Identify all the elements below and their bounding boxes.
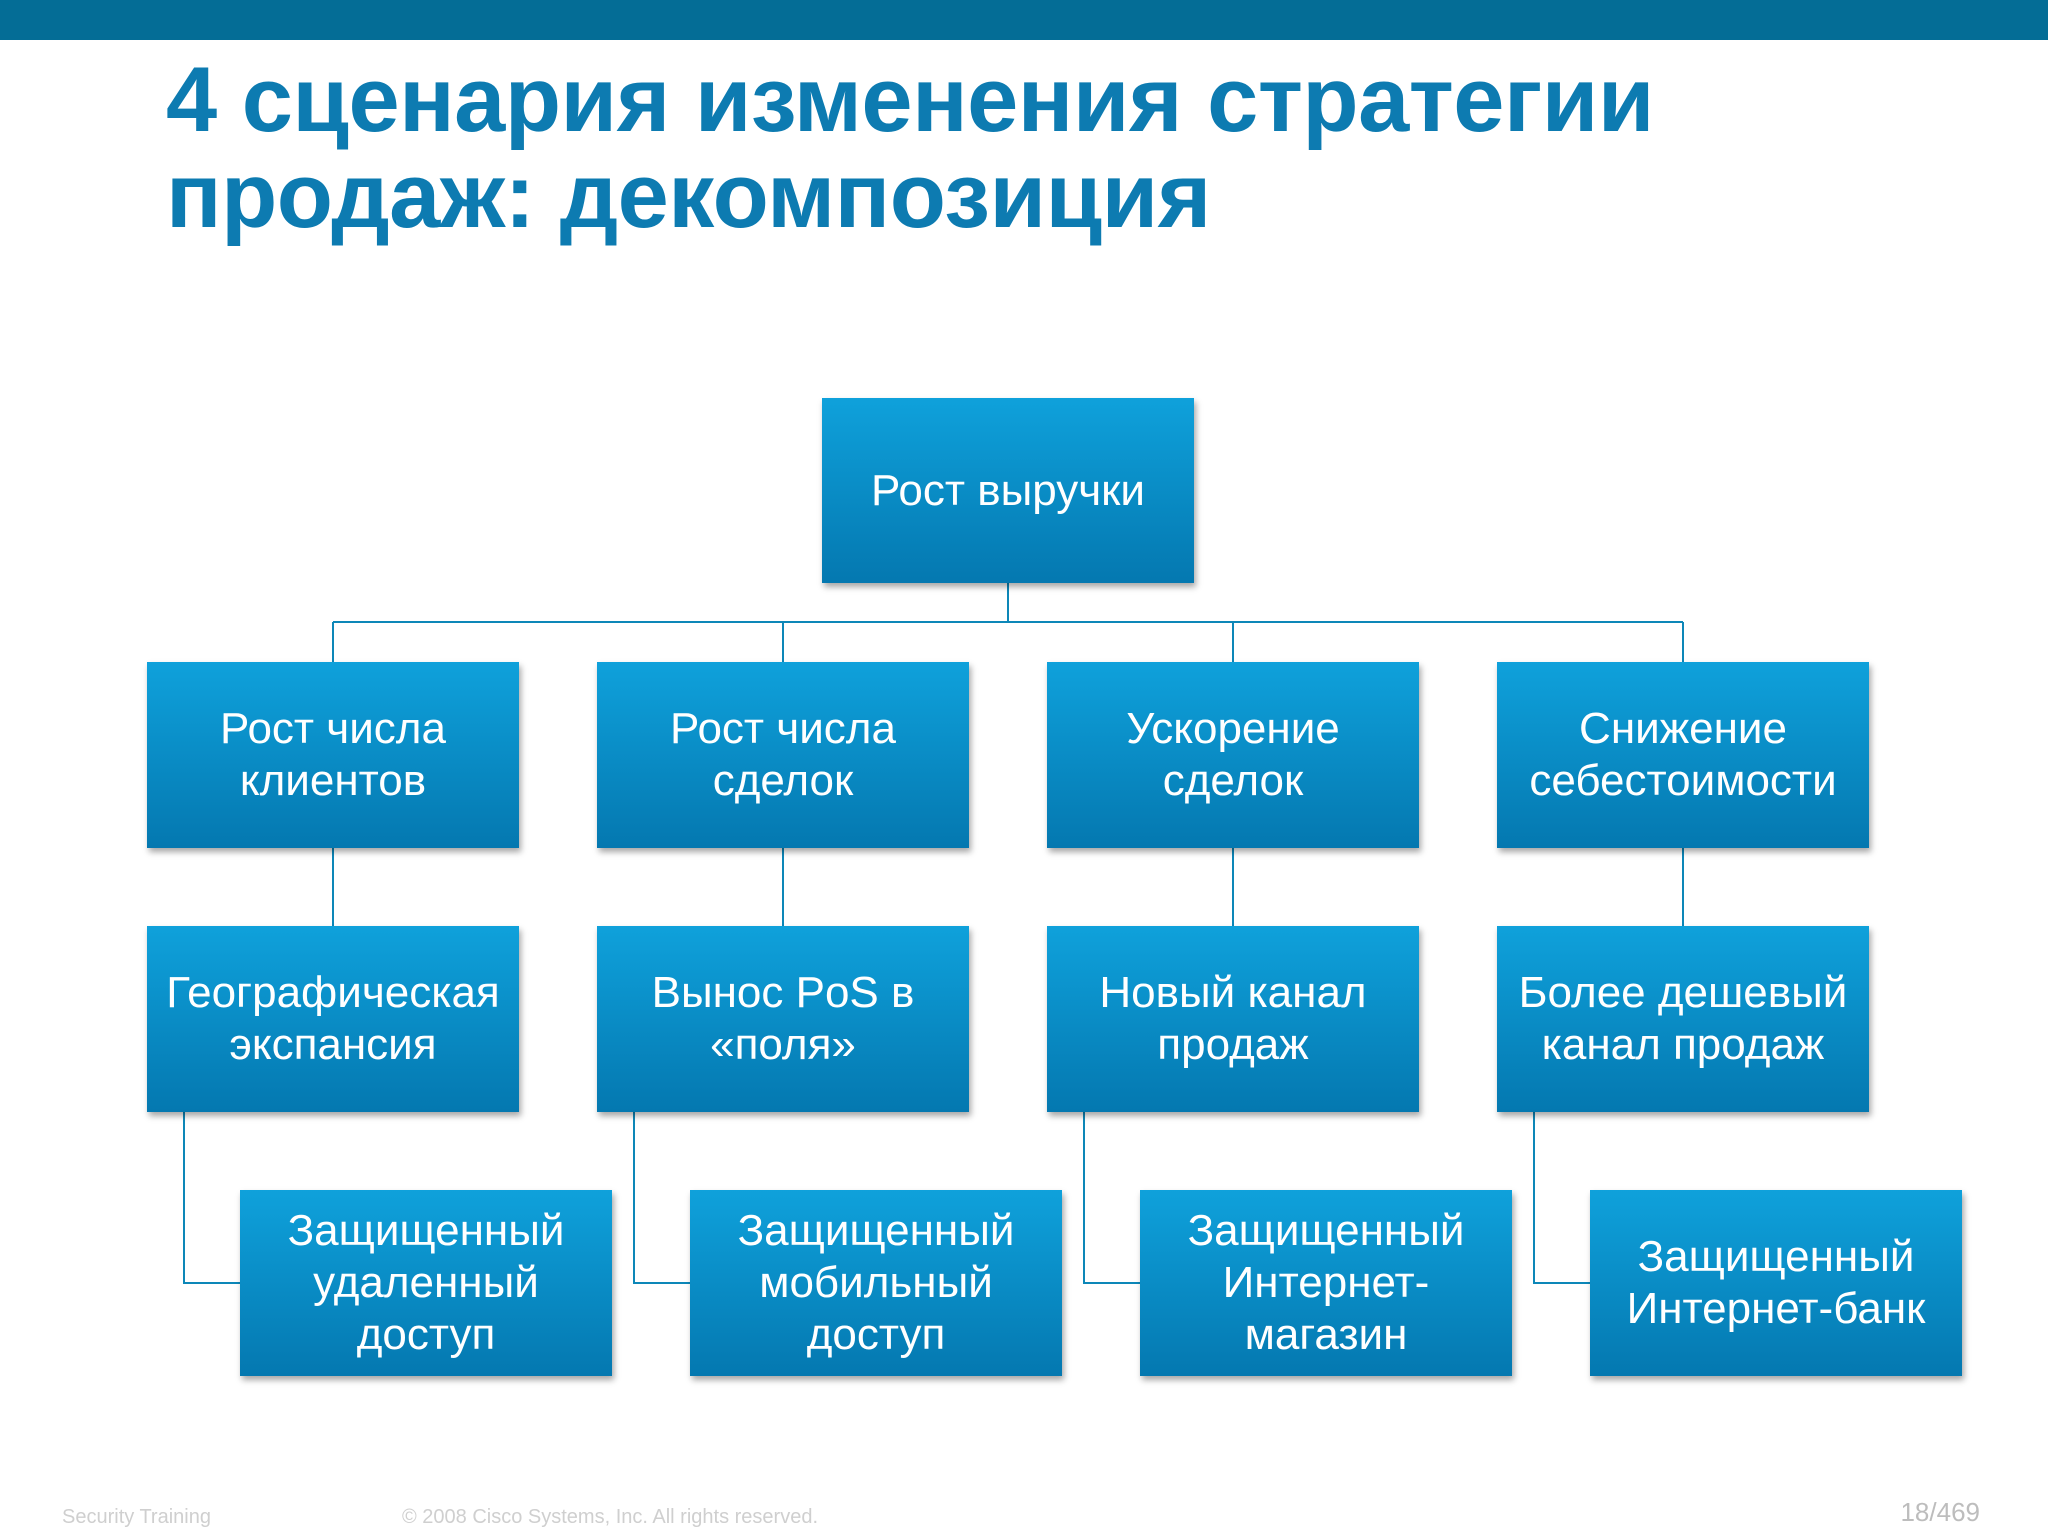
- node-branch-1: Рост числа клиентов: [147, 662, 519, 848]
- node-root-label: Рост выручки: [871, 465, 1145, 515]
- page-number: 18/469: [1900, 1497, 1980, 1527]
- footer-left: Security Training: [62, 1506, 211, 1528]
- node-sub-2-label: Вынос PoS в «поля»: [651, 968, 915, 1069]
- node-sub-1: Географическая экспансия: [147, 926, 519, 1112]
- node-leaf-1-label: Защищенный удаленный доступ: [287, 1206, 565, 1359]
- node-leaf-4: Защищенный Интернет-банк: [1590, 1190, 1962, 1376]
- node-branch-3-label: Ускорение сделок: [1126, 704, 1340, 805]
- footer-copyright: © 2008 Cisco Systems, Inc. All rights re…: [402, 1506, 819, 1528]
- node-sub-3: Новый канал продаж: [1047, 926, 1419, 1112]
- node-leaf-3: Защищенный Интернет-магазин: [1140, 1190, 1512, 1376]
- connector-branch-2: [633, 622, 784, 1284]
- connector-branch-4: [1533, 622, 1684, 1284]
- node-leaf-2: Защищенный мобильный доступ: [690, 1190, 1062, 1376]
- node-root: Рост выручки: [822, 398, 1194, 583]
- slide-title: 4 сценария изменения стратегии продаж: д…: [166, 52, 1966, 244]
- top-bar: [0, 0, 2048, 40]
- node-branch-2-label: Рост числа сделок: [670, 704, 896, 805]
- node-leaf-4-label: Защищенный Интернет-банк: [1626, 1232, 1926, 1333]
- connector-branch-3: [1083, 622, 1234, 1284]
- node-sub-2: Вынос PoS в «поля»: [597, 926, 969, 1112]
- connector-root-bus: [333, 583, 1683, 623]
- connector-branch-1: [183, 622, 334, 1284]
- node-leaf-2-label: Защищенный мобильный доступ: [737, 1206, 1015, 1359]
- node-leaf-1: Защищенный удаленный доступ: [240, 1190, 612, 1376]
- node-sub-3-label: Новый канал продаж: [1099, 968, 1367, 1069]
- node-sub-1-label: Географическая экспансия: [166, 968, 500, 1069]
- node-branch-4: Снижение себестоимости: [1497, 662, 1869, 848]
- node-branch-2: Рост числа сделок: [597, 662, 969, 848]
- title-line-2: продаж: декомпозиция: [166, 145, 1211, 247]
- node-branch-3: Ускорение сделок: [1047, 662, 1419, 848]
- node-branch-1-label: Рост числа клиентов: [220, 704, 446, 805]
- title-line-1: 4 сценария изменения стратегии: [166, 49, 1654, 151]
- node-branch-4-label: Снижение себестоимости: [1529, 704, 1837, 805]
- node-leaf-3-label: Защищенный Интернет-магазин: [1187, 1206, 1465, 1359]
- node-sub-4-label: Более дешевый канал продаж: [1518, 968, 1848, 1069]
- node-sub-4: Более дешевый канал продаж: [1497, 926, 1869, 1112]
